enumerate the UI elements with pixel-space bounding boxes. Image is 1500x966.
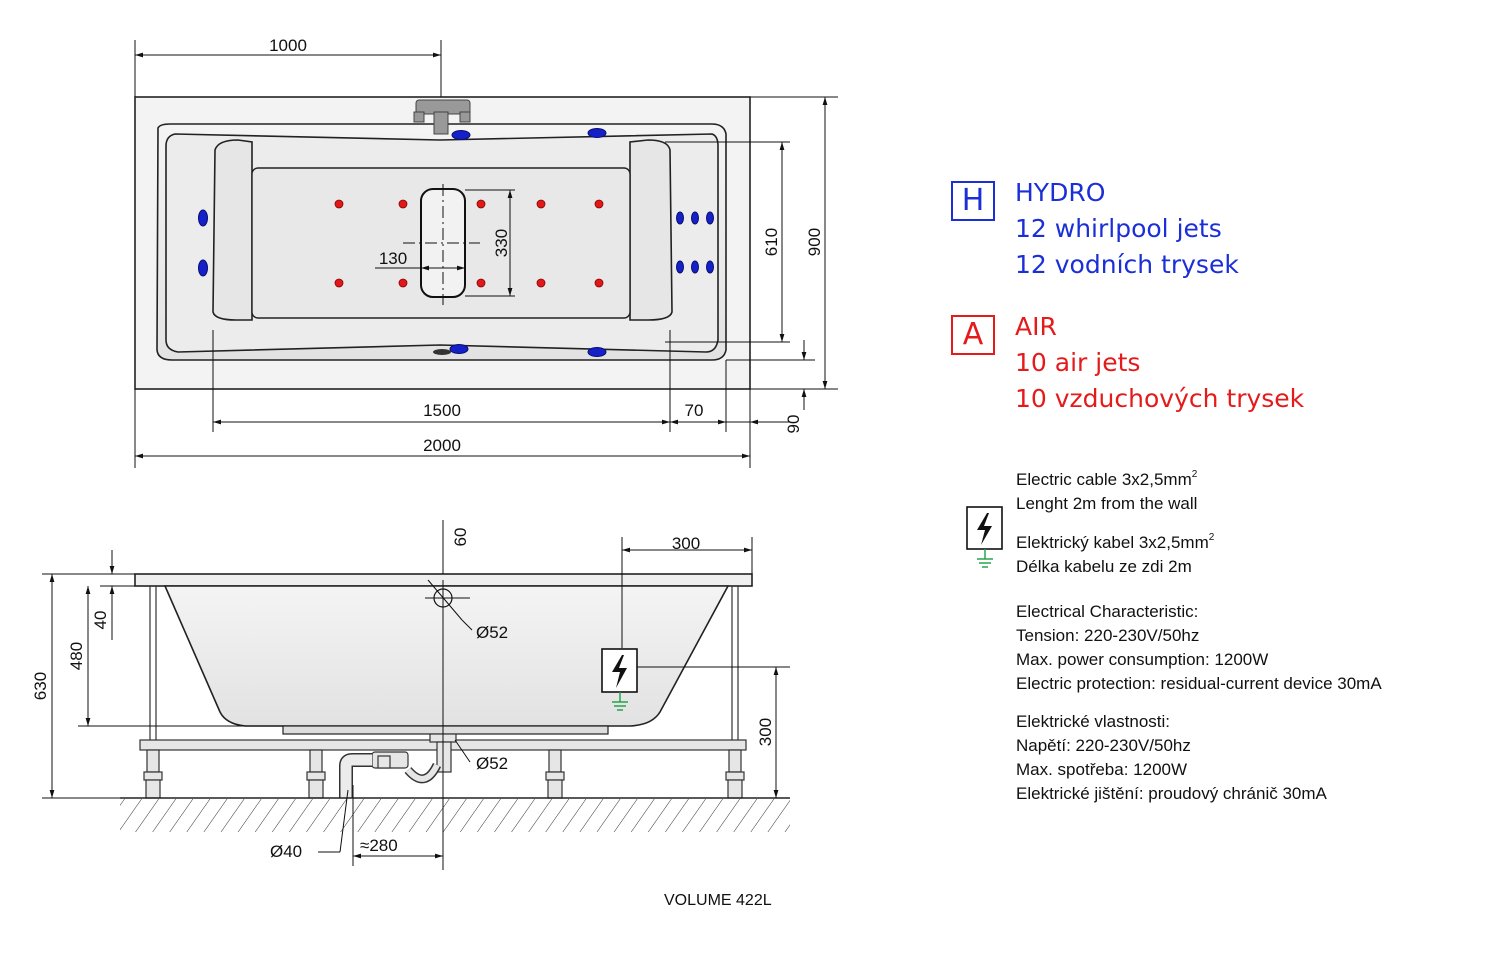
hydro-jet: [676, 260, 684, 274]
dim-480: 480: [67, 642, 86, 670]
ground-icon: [977, 549, 993, 568]
hydro-title: HYDRO: [1015, 178, 1106, 207]
frame-leg: [548, 749, 562, 773]
air-jet: [594, 278, 604, 288]
dim-1000: 1000: [269, 36, 307, 55]
electrical-en-power: Max. power consumption: 1200W: [1016, 650, 1269, 669]
floor-hatch: [120, 799, 790, 832]
electrical-en-protection: Electric protection: residual-current de…: [1016, 674, 1382, 693]
dim-630: 630: [31, 672, 50, 700]
frame-leg: [146, 749, 160, 773]
hydro-jet: [691, 211, 699, 225]
tub-base-side: [282, 725, 609, 735]
hydro-line-cz: 12 vodních trysek: [1015, 250, 1239, 279]
air-jet: [398, 278, 408, 288]
siphon: [339, 733, 457, 798]
cable-en-line1: Electric cable 3x2,5mm: [1016, 470, 1192, 489]
headrest-left: [212, 139, 253, 321]
frame-leg: [728, 749, 742, 773]
dim-2000: 2000: [423, 436, 461, 455]
dim-300-top: 300: [672, 534, 700, 553]
hydro-jet: [587, 347, 607, 357]
dim-overflow-d52: Ø52: [476, 623, 508, 642]
air-jet: [594, 199, 604, 209]
electrical-en: Electrical Characteristic: Tension: 220-…: [1016, 600, 1382, 696]
cable-en-line2: Lenght 2m from the wall: [1016, 494, 1198, 513]
air-badge: A: [951, 315, 995, 355]
air-jet: [536, 278, 546, 288]
dim-40: 40: [91, 611, 110, 630]
hydro-jet: [706, 260, 714, 274]
electrical-en-tension: Tension: 220-230V/50hz: [1016, 626, 1200, 645]
hydro-jet: [587, 128, 607, 138]
air-jet: [398, 199, 408, 209]
dim-610: 610: [762, 228, 781, 256]
hydro-line-en: 12 whirlpool jets: [1015, 214, 1222, 243]
air-jet: [334, 199, 344, 209]
cable-cz-sup: 2: [1208, 532, 1215, 543]
cable-en-sup: 2: [1191, 469, 1198, 480]
side-view: 60 300 Ø52 40 480 630 300 Ø52 Ø40 ≈280 V…: [31, 520, 790, 909]
hydro-jet: [706, 211, 714, 225]
dim-60: 60: [451, 528, 470, 547]
cable-cz-line1: Elektrický kabel 3x2,5mm: [1016, 533, 1209, 552]
air-line-en: 10 air jets: [1015, 348, 1141, 377]
hydro-jet: [198, 259, 208, 277]
hydro-jet: [198, 209, 208, 227]
cable-info-cz: Elektrický kabel 3x2,5mm2 Délka kabelu z…: [1016, 526, 1214, 579]
lightning-icon: [977, 513, 992, 545]
hydro-jet: [691, 260, 699, 274]
dim-90: 90: [784, 415, 803, 434]
dim-pipe-d40: Ø40: [270, 842, 302, 861]
hydro-jet: [449, 344, 469, 354]
cable-cz-line2: Délka kabelu ze zdi 2m: [1016, 557, 1192, 576]
hydro-jet: [676, 211, 684, 225]
air-jet: [476, 199, 486, 209]
air-jet: [536, 199, 546, 209]
dim-330: 330: [492, 229, 511, 257]
dim-130: 130: [379, 249, 407, 268]
headrest-right: [629, 139, 673, 321]
overflow-marker: [433, 349, 451, 355]
frame-leg: [309, 749, 323, 773]
hydro-jet: [451, 130, 471, 140]
volume-label: VOLUME 422L: [664, 892, 772, 909]
dim-drain-d52: Ø52: [476, 754, 508, 773]
dim-280: ≈280: [360, 836, 398, 855]
electrical-cz-tension: Napětí: 220-230V/50hz: [1016, 736, 1191, 755]
electrical-en-heading: Electrical Characteristic:: [1016, 602, 1199, 621]
air-jet: [476, 278, 486, 288]
dim-1500: 1500: [423, 401, 461, 420]
cable-symbol: [966, 506, 1003, 568]
air-line-cz: 10 vzduchových trysek: [1015, 384, 1305, 413]
faucet: [413, 99, 471, 135]
electrical-cz-protection: Elektrické jištění: proudový chránič 30m…: [1016, 784, 1327, 803]
lightning-icon: [612, 655, 627, 688]
cable-info-en: Electric cable 3x2,5mm2 Lenght 2m from t…: [1016, 463, 1197, 516]
electrical-cz-power: Max. spotřeba: 1200W: [1016, 760, 1188, 779]
electrical-cz-heading: Elektrické vlastnosti:: [1016, 712, 1170, 731]
top-view: 1000 130 330 610 900 1500 70 90 2000: [134, 36, 838, 468]
air-title: AIR: [1015, 312, 1057, 341]
tub-body-side: [163, 585, 730, 727]
dim-900: 900: [805, 228, 824, 256]
dim-300-right: 300: [756, 718, 775, 746]
ground-icon: [612, 692, 628, 711]
electrical-cz: Elektrické vlastnosti: Napětí: 220-230V/…: [1016, 710, 1327, 806]
dim-70: 70: [685, 401, 704, 420]
hydro-badge: H: [951, 181, 995, 221]
air-jet: [334, 278, 344, 288]
